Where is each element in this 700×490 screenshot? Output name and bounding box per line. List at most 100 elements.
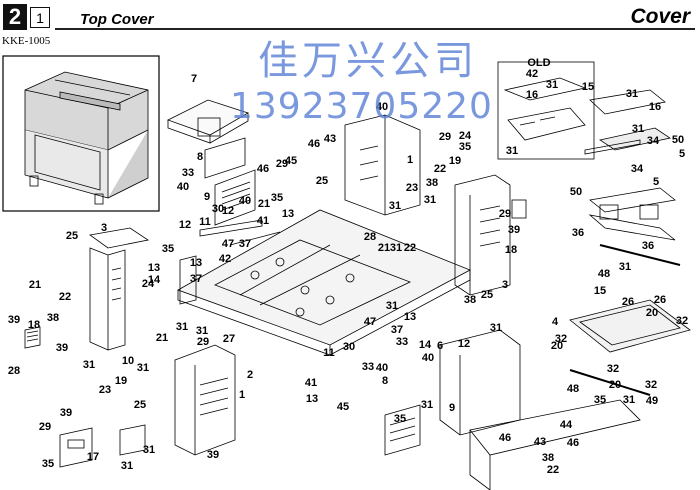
callout-34-b: 34 bbox=[631, 163, 644, 175]
callout-5-b: 5 bbox=[653, 176, 659, 188]
front-frame-part-45 bbox=[469, 399, 641, 490]
right-cover-part-3 bbox=[454, 174, 527, 296]
callout-25-a: 25 bbox=[66, 230, 78, 242]
callout-28-b: 28 bbox=[364, 231, 376, 243]
base-plate bbox=[177, 209, 471, 356]
front-plate-part-9 bbox=[384, 404, 421, 456]
callout-21-a: 21 bbox=[258, 198, 270, 210]
callout-31-g: 31 bbox=[632, 123, 644, 135]
callout-8: 8 bbox=[197, 151, 203, 163]
callout-6-a: 6 bbox=[437, 340, 443, 352]
callout-37-c: 37 bbox=[391, 324, 403, 336]
callout-47-b: 47 bbox=[364, 316, 376, 328]
callout-11-b: 11 bbox=[323, 347, 335, 359]
callout-48-b: 48 bbox=[567, 383, 579, 395]
callout-31-o: 31 bbox=[121, 460, 133, 472]
callout-31-k: 31 bbox=[421, 399, 433, 411]
page-title: Top Cover bbox=[80, 11, 154, 28]
callout-45-b: 45 bbox=[337, 401, 349, 413]
callout-41-a: 41 bbox=[257, 215, 269, 227]
callout-22-a: 22 bbox=[59, 291, 71, 303]
callout-46-c: 46 bbox=[499, 432, 511, 444]
callout-32-c: 32 bbox=[607, 363, 619, 375]
callout-14-b: 14 bbox=[419, 339, 432, 351]
bracket-part-17 bbox=[119, 424, 146, 456]
left-cover-part-3 bbox=[88, 227, 150, 351]
callout-26-a: 26 bbox=[622, 296, 634, 308]
callout-37-b: 37 bbox=[190, 273, 202, 285]
center-cover-part-1 bbox=[344, 114, 421, 216]
callout-35-b: 35 bbox=[162, 243, 174, 255]
callout-28-a: 28 bbox=[8, 365, 20, 377]
callout-19-b: 19 bbox=[115, 375, 127, 387]
callout-11-a: 11 bbox=[199, 216, 211, 228]
callout-43-a: 43 bbox=[324, 133, 336, 145]
callout-39-b: 39 bbox=[56, 342, 68, 354]
callout-40-c: 40 bbox=[376, 101, 388, 113]
callout-3-a: 3 bbox=[101, 222, 107, 234]
callout-40-b: 40 bbox=[239, 195, 251, 207]
callout-34-a: 34 bbox=[647, 135, 660, 147]
grille-left bbox=[24, 326, 41, 349]
callout-31-a: 31 bbox=[83, 359, 95, 371]
callout-25-b: 25 bbox=[316, 175, 328, 187]
callout-13-a: 13 bbox=[282, 208, 294, 220]
callout-25-d: 25 bbox=[134, 399, 146, 411]
callout-31-i: 31 bbox=[623, 394, 635, 406]
right-column-parts bbox=[569, 89, 691, 396]
section-number: 2 bbox=[3, 4, 27, 30]
callout-42-b: 42 bbox=[526, 68, 538, 80]
callout-20-c: 20 bbox=[609, 379, 621, 391]
callout-50-a: 50 bbox=[672, 134, 684, 146]
callout-35-c: 35 bbox=[459, 141, 471, 153]
callout-18-a: 18 bbox=[28, 319, 40, 331]
callout-9-b: 9 bbox=[449, 402, 455, 414]
callout-40-a: 40 bbox=[177, 181, 189, 193]
callout-48-a: 48 bbox=[598, 268, 610, 280]
callout-9-a: 9 bbox=[204, 191, 210, 203]
callout-29-d: 29 bbox=[197, 336, 209, 348]
callout-21-c: 21 bbox=[378, 242, 390, 254]
callout-21-d: 21 bbox=[156, 332, 168, 344]
callout-1-a: 1 bbox=[407, 154, 413, 166]
callout-13-c: 13 bbox=[190, 257, 202, 269]
callout-47-a: 47 bbox=[222, 238, 234, 250]
callout-13-e: 13 bbox=[306, 393, 318, 405]
callout-7: 7 bbox=[191, 73, 197, 85]
callout-27-a: 27 bbox=[223, 333, 235, 345]
callout-31-f: 31 bbox=[626, 88, 638, 100]
callout-15-a: 15 bbox=[582, 81, 594, 93]
callout-35-f: 35 bbox=[42, 458, 54, 470]
callout-20-a: 20 bbox=[646, 307, 658, 319]
callout-2-a: 2 bbox=[247, 369, 253, 381]
callout-19-a: 19 bbox=[449, 155, 461, 167]
machine-thumbnail bbox=[2, 55, 160, 212]
callout-23-b: 23 bbox=[99, 384, 111, 396]
callout-35-d: 35 bbox=[594, 394, 606, 406]
callout-22-d: 22 bbox=[547, 464, 559, 476]
front-cover-part-1 bbox=[174, 344, 236, 456]
control-box-part-2 bbox=[59, 427, 93, 468]
callout-16-b: 16 bbox=[649, 101, 661, 113]
category-label: Cover bbox=[630, 5, 690, 28]
old-parts-box bbox=[497, 61, 595, 160]
callout-39-d: 39 bbox=[207, 449, 219, 461]
callout-10-a: 10 bbox=[122, 355, 134, 367]
callout-36-a: 36 bbox=[572, 227, 584, 239]
callout-50-b: 50 bbox=[570, 186, 582, 198]
callout-44-a: 44 bbox=[560, 419, 573, 431]
callout-33-a: 33 bbox=[182, 167, 194, 179]
callout-33-b: 33 bbox=[396, 336, 408, 348]
callout-31-b: 31 bbox=[389, 200, 401, 212]
callout-46-d: 46 bbox=[567, 437, 579, 449]
callout-38-d: 38 bbox=[542, 452, 554, 464]
callout-31-n: 31 bbox=[137, 362, 149, 374]
callout-31-old-1: 31 bbox=[546, 79, 558, 91]
callout-30-a: 30 bbox=[212, 203, 224, 215]
sub-number: 1 bbox=[30, 7, 50, 28]
callout-18-b: 18 bbox=[505, 244, 517, 256]
callout-25-c: 25 bbox=[481, 289, 493, 301]
callout-31-j: 31 bbox=[490, 322, 502, 334]
callout-41-b: 41 bbox=[305, 377, 317, 389]
